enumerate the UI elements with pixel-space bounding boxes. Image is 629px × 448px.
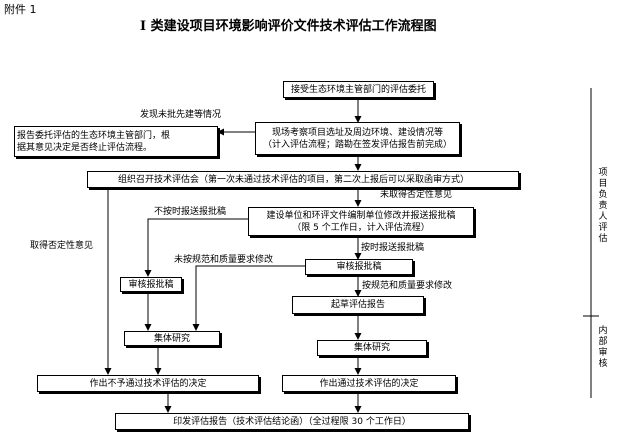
box-review-left: 审核报批稿: [120, 277, 182, 292]
label-submit-on-time: 按时报送报批稿: [361, 243, 425, 253]
box-report-to-authority: 报告委托评估的生态环境主管部门，根 据其意见决定是否终止评估流程。: [14, 126, 218, 157]
box-collective-left-text: 集体研究: [153, 333, 190, 344]
box-collective-left: 集体研究: [124, 331, 220, 346]
box-review-left-text: 审核报批稿: [128, 279, 174, 290]
box-site-line-2: （计入评估流程；踏勘在签发评估报告前完成）: [262, 139, 452, 150]
label-violation: 发现未批先建等情况: [140, 110, 222, 120]
side-label-internal: 内部审核: [598, 326, 608, 369]
label-negative-top: 未取得否定性意见: [380, 190, 453, 200]
label-not-meet: 未按规范和质量要求修改: [174, 255, 274, 265]
box-accept-commission: 接受生态环境主管部门的评估委托: [283, 81, 434, 98]
box-review-right-text: 审核报批稿: [336, 262, 382, 272]
label-meet: 按规范和质量要求修改: [362, 281, 453, 291]
box-review-right: 审核报批稿: [305, 259, 413, 275]
box-site-inspection: 现场考察项目选址及周边环境、建设情况等 （计入评估流程；踏勘在签发评估报告前完成…: [255, 122, 460, 155]
box-meeting-text: 组织召开技术评估会（第一次未通过技术评估的项目，第二次上报后可以采取函审方式）: [118, 174, 470, 185]
arrow-review-right-to-collective-left: [192, 265, 305, 331]
box-fail-text: 作出不予通过技术评估的决定: [89, 378, 207, 389]
label-no-submit: 不按时报送报批稿: [154, 207, 227, 217]
page-title: I 类建设项目环境影响评价文件技术评估工作流程图: [140, 19, 437, 34]
box-report-line-1: 报告委托评估的生态环境主管部门，根: [17, 130, 171, 141]
box-site-line-1: 现场考察项目选址及周边环境、建设情况等: [271, 127, 443, 138]
box-report-line-2: 据其意见决定是否终止评估流程。: [17, 142, 153, 153]
box-draft-report: 起草评估报告: [292, 296, 424, 314]
box-draft-text: 起草评估报告: [330, 300, 385, 310]
box-fail-decision: 作出不予通过技术评估的决定: [37, 375, 259, 392]
box-pass-decision: 作出通过技术评估的决定: [282, 375, 456, 392]
box-revise-line-2: （限 5 个工作日，计入评估流程）: [292, 222, 430, 233]
box-pass-text: 作出通过技术评估的决定: [319, 378, 419, 389]
box-technical-meeting: 组织召开技术评估会（第一次未通过技术评估的项目，第二次上报后可以采取函审方式）: [87, 171, 519, 188]
box-issue-report: 印发评估报告（技术评估结论函）（全过程限 30 个工作日）: [115, 413, 469, 430]
side-label-project: 项目负责人评估: [598, 168, 608, 244]
box-accept-text: 接受生态环境主管部门的评估委托: [290, 84, 426, 95]
box-collective-right-text: 集体研究: [353, 343, 390, 353]
box-revise-submission: 建设单位和环评文件编制单位修改并报送报批稿 （限 5 个工作日，计入评估流程）: [248, 207, 474, 236]
attachment-label: 附件 1: [4, 3, 37, 16]
arrow-revise-to-review-left: [144, 218, 248, 277]
box-revise-line-1: 建设单位和环评文件编制单位修改并报送报批稿: [266, 210, 456, 221]
box-issue-text: 印发评估报告（技术评估结论函）（全过程限 30 个工作日）: [173, 416, 411, 427]
label-negative-left: 取得否定性意见: [30, 241, 94, 251]
box-collective-right: 集体研究: [317, 340, 427, 356]
